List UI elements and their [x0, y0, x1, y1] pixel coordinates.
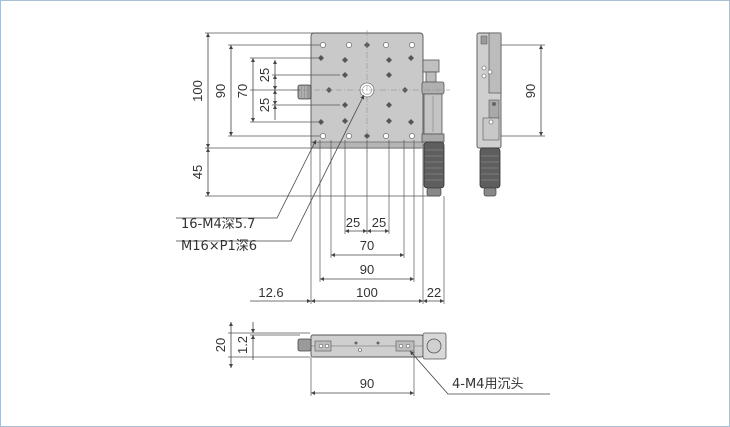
dim-90-vertical: 90 — [213, 84, 228, 98]
dim-100-horizontal: 100 — [356, 285, 378, 300]
side-dim-90: 90 — [523, 84, 538, 98]
front-dim-1-2: 1.2 — [235, 336, 250, 354]
dim-25-left-bottom: 25 — [346, 215, 360, 230]
dim-100-vertical: 100 — [190, 80, 205, 102]
dim-90-horizontal: 90 — [360, 262, 374, 277]
front-dim-90: 90 — [360, 376, 374, 391]
dim-25-right-bottom: 25 — [372, 215, 386, 230]
micrometer-end-icon — [426, 338, 442, 354]
micrometer-thimble — [423, 141, 445, 189]
callout-center-thread: M16×P1深6 — [181, 239, 257, 254]
dim-70-horizontal: 70 — [360, 238, 374, 253]
callout-counterbore: 4-M4用沉头 — [452, 377, 523, 392]
dim-25-upper: 25 — [257, 68, 272, 82]
front-view — [297, 332, 447, 360]
dim-70-vertical: 70 — [235, 84, 250, 98]
dim-45-vertical: 45 — [190, 165, 205, 179]
side-view — [476, 32, 502, 197]
tapped-holes — [318, 42, 415, 139]
callout-tapped-holes: 16-M4深5.7 — [181, 217, 255, 232]
top-view — [292, 30, 450, 197]
left-knob — [297, 84, 312, 100]
dim-22: 22 — [427, 285, 441, 300]
front-dim-20: 20 — [213, 338, 228, 352]
dim-25-lower: 25 — [257, 98, 272, 112]
dim-12-6: 12.6 — [258, 285, 283, 300]
